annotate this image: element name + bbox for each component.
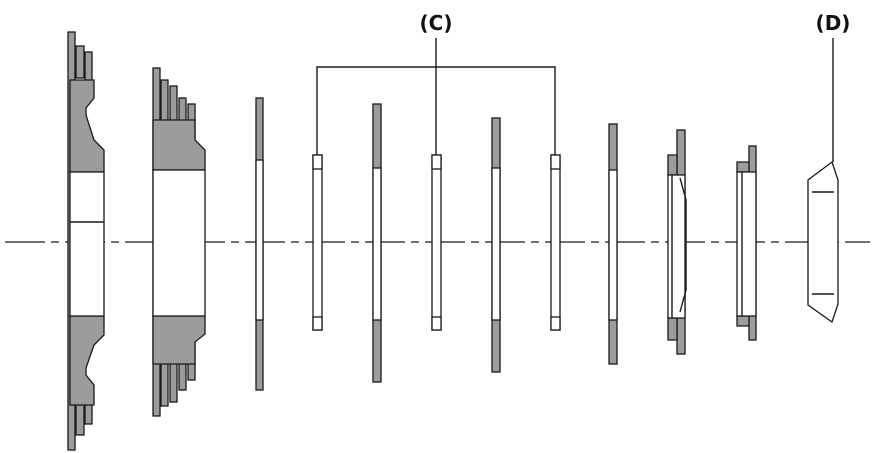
label-c: (C) (420, 11, 453, 35)
sprocket-cluster-1 (67, 31, 105, 451)
label-d: (D) (816, 11, 851, 35)
sprocket-single-1 (255, 97, 264, 391)
spacer-bracket (316, 38, 556, 155)
spacer-c3 (550, 154, 561, 331)
sprocket-single-3 (491, 117, 501, 373)
sprocket-single-2 (372, 103, 382, 383)
spacer-c1 (312, 154, 323, 331)
sprocket-with-hub-2 (736, 145, 757, 341)
sprocket-with-hub-1 (667, 129, 687, 355)
sprocket-single-4 (608, 123, 618, 365)
sprocket-cluster-2 (152, 67, 206, 417)
lockring-d (807, 38, 839, 324)
spacer-c2 (431, 154, 442, 331)
